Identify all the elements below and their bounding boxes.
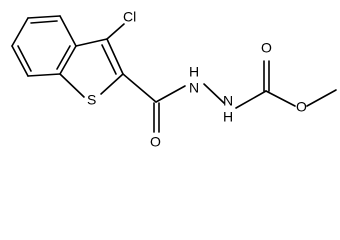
bond-thiophene-c3-c2 <box>106 38 124 75</box>
bond-benzene-3-inner <box>56 45 71 70</box>
bond-thiophene-c2-s <box>100 73 124 95</box>
hydrazine-nitrogen-h-label: H <box>223 109 233 125</box>
chemical-structure-canvas: Cl S O O O H N N H <box>11 8 337 150</box>
sulfur-label: S <box>87 92 96 108</box>
carbonyl-oxygen-carbamate-label: O <box>261 40 272 56</box>
bond-benzene-1-inner <box>30 20 58 24</box>
bond-c3-chlorine <box>106 23 125 40</box>
amide-nitrogen-label: N <box>189 80 199 96</box>
carbonyl-oxygen-amide-label: O <box>150 134 161 150</box>
chlorine-label: Cl <box>123 9 136 25</box>
bond-thiophene-c3a-c3 <box>75 38 108 47</box>
bond-c2-carbonyl-carbon <box>122 73 157 103</box>
bond-nitrogen-nitrogen <box>203 83 225 104</box>
bond-carbamate-carbon-ester-oxygen <box>265 90 296 107</box>
bond-thiophene-c3-c2-inner <box>101 44 117 75</box>
bond-benzene-5-inner <box>17 45 32 72</box>
bond-thiophene-s-c7a <box>59 73 85 98</box>
bond-carbonyl-carbon-nitrogen <box>155 85 186 103</box>
bond-benzene-3 <box>59 45 77 75</box>
bond-benzene-1 <box>27 15 61 19</box>
molecule-drawing: Cl S O O O H N N H <box>11 9 337 150</box>
bond-benzene-5 <box>11 45 29 77</box>
bond-benzene-2 <box>59 15 77 47</box>
bond-benzene-6 <box>11 17 29 47</box>
bond-ester-oxygen-methyl <box>306 89 337 107</box>
bond-benzene-4 <box>27 73 61 77</box>
ester-oxygen-label: O <box>296 99 307 115</box>
hydrazine-nitrogen-label: N <box>223 93 233 109</box>
amide-nitrogen-h-label: H <box>189 64 199 80</box>
bond-nitrogen-carbamate-carbon <box>235 90 267 109</box>
